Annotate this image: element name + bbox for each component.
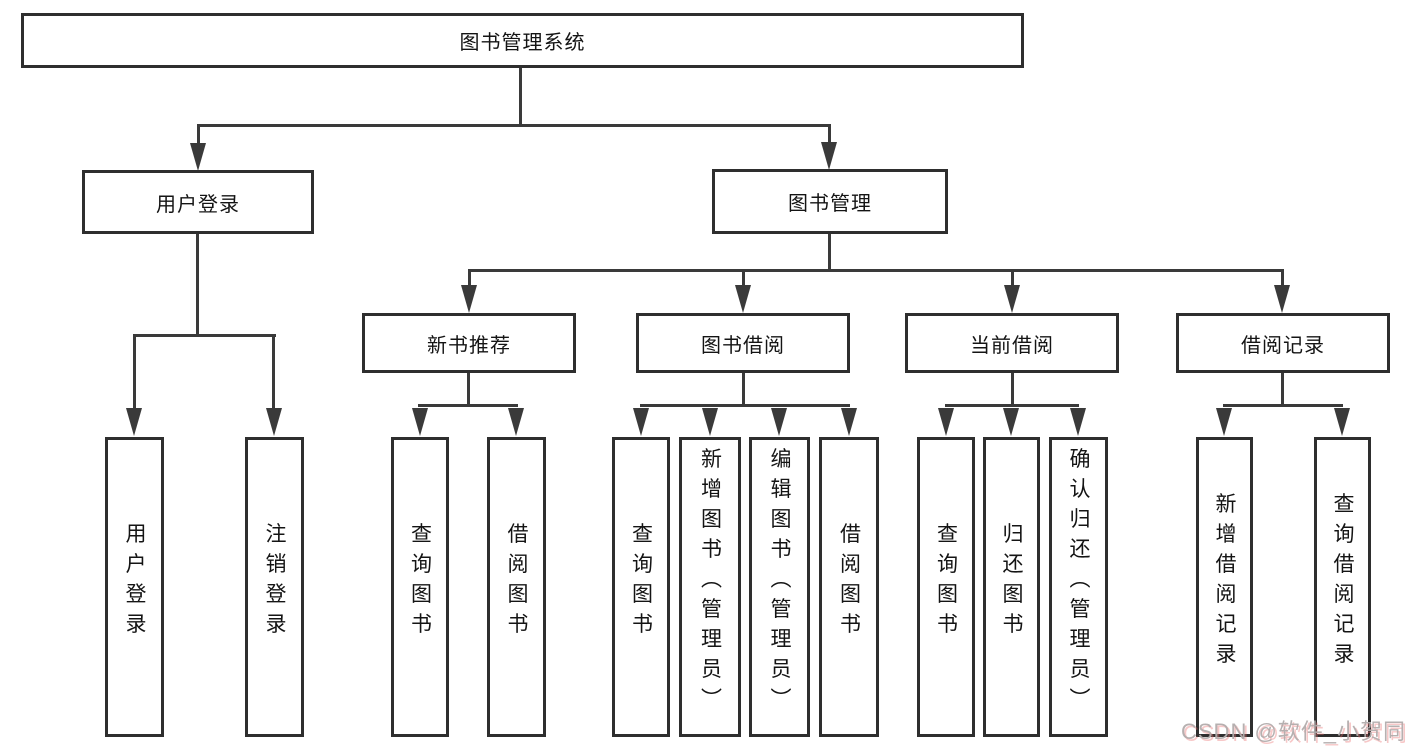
connector-g4-down xyxy=(1281,373,1284,406)
leaf-current-query-book: 查询图书 xyxy=(917,437,975,737)
connector-g2-down xyxy=(742,373,745,406)
connector-group1-stem xyxy=(468,272,471,287)
leaf-return-book: 归还图书 xyxy=(983,437,1040,737)
leaf-confirm-return-admin-label: 确认归还（管理员） xyxy=(1067,447,1090,718)
node-current-borrow-label: 当前借阅 xyxy=(970,334,1054,357)
leaf-query-borrow-record: 查询借阅记录 xyxy=(1314,437,1371,737)
leaf-add-borrow-record: 新增借阅记录 xyxy=(1196,437,1253,737)
connector-user-child1-stem xyxy=(133,337,136,409)
connector-root-stem xyxy=(519,68,522,126)
node-current-borrow: 当前借阅 xyxy=(905,313,1119,373)
csdn-watermark: CSDN @软件_小贺同学 xyxy=(1181,719,1405,744)
connector-user-stem xyxy=(197,127,200,146)
arrow-down-icon xyxy=(938,408,954,436)
leaf-recommend-query-book: 查询图书 xyxy=(391,437,449,737)
node-borrow-record: 借阅记录 xyxy=(1176,313,1390,373)
node-borrow-record-label: 借阅记录 xyxy=(1241,334,1325,357)
leaf-recommend-query-book-label: 查询图书 xyxy=(408,522,432,643)
connector-group4-stem xyxy=(1281,272,1284,287)
arrow-down-icon xyxy=(1216,408,1232,436)
node-user-login-label: 用户登录 xyxy=(156,193,240,216)
node-new-book-recommend: 新书推荐 xyxy=(362,313,576,373)
leaf-current-query-book-label: 查询图书 xyxy=(934,522,958,643)
arrow-down-icon xyxy=(266,408,282,436)
arrow-down-icon xyxy=(702,408,718,436)
arrow-down-icon xyxy=(508,408,524,436)
connector-root-branch xyxy=(197,124,831,127)
connector-g1-branch xyxy=(418,404,518,407)
leaf-borrow-query-book: 查询图书 xyxy=(612,437,670,737)
connector-group2-stem xyxy=(742,272,745,287)
arrow-down-icon xyxy=(771,408,787,436)
arrow-down-icon xyxy=(412,408,428,436)
connector-bookmgmt-down xyxy=(828,234,831,272)
leaf-edit-book-admin: 编辑图书（管理员） xyxy=(749,437,810,737)
node-new-book-recommend-label: 新书推荐 xyxy=(427,334,511,357)
connector-bookmgmt-branch xyxy=(468,269,1284,272)
node-book-borrow: 图书借阅 xyxy=(636,313,850,373)
leaf-logout: 注销登录 xyxy=(245,437,304,737)
leaf-borrow-book: 借阅图书 xyxy=(819,437,879,737)
arrow-down-icon xyxy=(841,408,857,436)
node-user-login: 用户登录 xyxy=(82,170,314,234)
arrow-down-icon xyxy=(1003,408,1019,436)
connector-g3-branch xyxy=(945,404,1079,407)
leaf-add-borrow-record-label: 新增借阅记录 xyxy=(1213,492,1236,673)
leaf-user-login: 用户登录 xyxy=(105,437,164,737)
arrow-down-icon xyxy=(126,408,142,436)
leaf-borrow-query-book-label: 查询图书 xyxy=(629,522,653,643)
node-book-borrow-label: 图书借阅 xyxy=(701,334,785,357)
arrow-down-icon xyxy=(821,142,837,170)
arrow-down-icon xyxy=(461,285,477,313)
connector-bookmgmt-stem xyxy=(828,127,831,146)
connector-g1-down xyxy=(467,373,470,406)
leaf-add-book-admin-label: 新增图书（管理员） xyxy=(698,447,722,718)
arrow-down-icon xyxy=(1334,408,1350,436)
leaf-add-book-admin: 新增图书（管理员） xyxy=(679,437,741,737)
leaf-user-login-label: 用户登录 xyxy=(123,522,146,643)
node-root-label: 图书管理系统 xyxy=(459,32,586,54)
connector-user-down xyxy=(196,234,199,336)
arrow-down-icon xyxy=(633,408,649,436)
node-book-management-label: 图书管理 xyxy=(788,193,872,215)
node-root: 图书管理系统 xyxy=(21,13,1024,68)
connector-g4-branch xyxy=(1223,404,1343,407)
leaf-recommend-borrow-book-label: 借阅图书 xyxy=(505,522,528,643)
connector-g3-down xyxy=(1011,373,1014,406)
leaf-return-book-label: 归还图书 xyxy=(1000,522,1023,643)
leaf-edit-book-admin-label: 编辑图书（管理员） xyxy=(768,447,791,718)
connector-user-child2-stem xyxy=(272,337,275,409)
arrow-down-icon xyxy=(1274,285,1290,313)
connector-user-branch xyxy=(133,334,276,337)
connector-group3-stem xyxy=(1011,272,1014,287)
arrow-down-icon xyxy=(735,285,751,313)
node-book-management: 图书管理 xyxy=(712,169,948,234)
arrow-down-icon xyxy=(1004,285,1020,313)
leaf-recommend-borrow-book: 借阅图书 xyxy=(487,437,546,737)
arrow-down-icon xyxy=(1070,408,1086,436)
leaf-query-borrow-record-label: 查询借阅记录 xyxy=(1331,492,1354,673)
leaf-borrow-book-label: 借阅图书 xyxy=(837,522,861,643)
leaf-logout-label: 注销登录 xyxy=(263,522,286,643)
arrow-down-icon xyxy=(190,143,206,171)
leaf-confirm-return-admin: 确认归还（管理员） xyxy=(1049,437,1108,737)
connector-g2-branch xyxy=(640,404,850,407)
